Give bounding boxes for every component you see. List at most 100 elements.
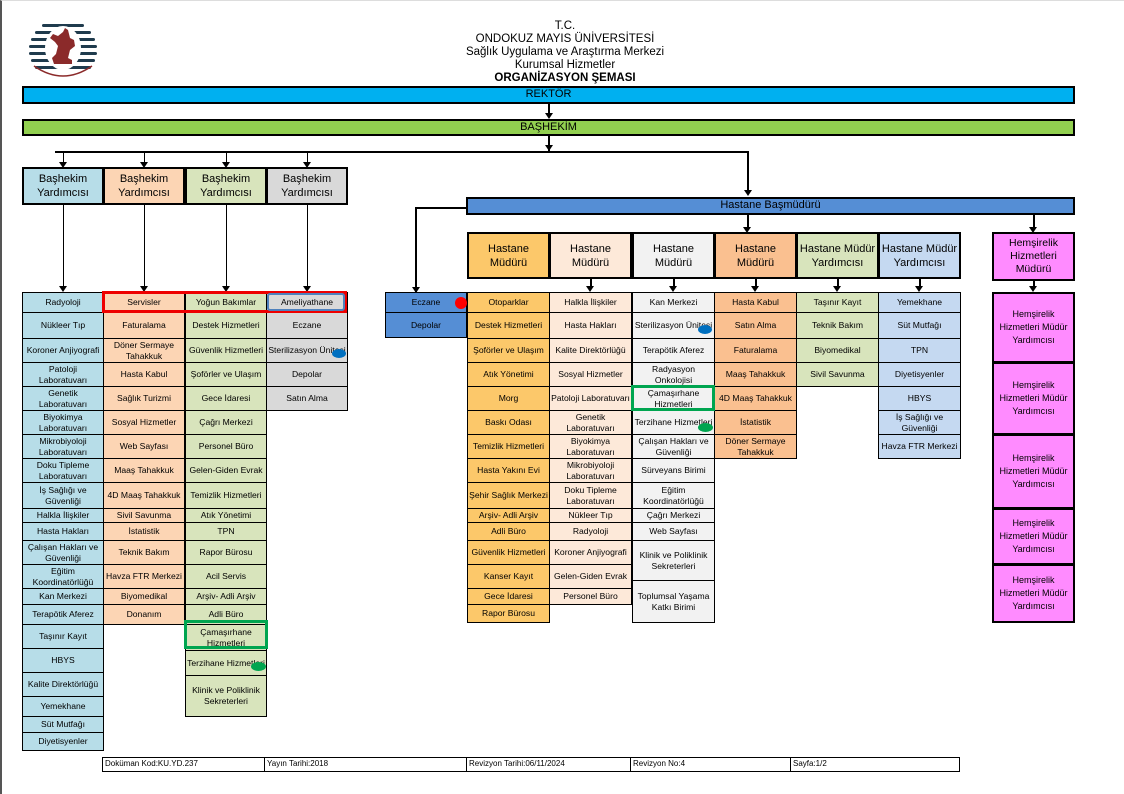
connector-line [62, 205, 64, 287]
unit-cell: İstatistik [714, 410, 797, 435]
header-university: ONDOKUZ MAYIS ÜNİVERSİTESİ [475, 33, 655, 45]
unit-cell: Güvenlik Hizmetleri [467, 540, 550, 565]
unit-cell: Koroner Anjiyografi [549, 540, 632, 565]
arrow-head [1029, 227, 1037, 233]
unit-cell: Web Sayfası [632, 522, 715, 541]
unit-cell-label: Otoparklar [488, 297, 529, 307]
unit-cell-label: Sivil Savunma [810, 369, 865, 379]
unit-cell-label: Acil Servis [205, 571, 247, 581]
rektor-box: REKTÖR [22, 86, 1075, 104]
unit-cell: Süt Mutfağı [22, 716, 104, 733]
unit-cell-label: Kalite Direktörlüğü [555, 345, 626, 355]
unit-cell-label: Çamaşırhane Hizmetleri [647, 387, 700, 409]
unit-cell: Sürveyans Birimi [632, 458, 715, 483]
connector-line [225, 205, 227, 287]
unit-cell-label: Mikrobiyoloji Laboratuvarı [38, 435, 88, 457]
unit-cell-label: Servisler [127, 297, 161, 307]
hospital-manager-box-label: Hastane Müdürü [488, 242, 529, 269]
unit-cell-label: Eğitim Koordinatörlüğü [32, 565, 94, 587]
unit-cell: Mikrobiyoloji Laboratuvarı [549, 458, 632, 483]
unit-cell-depolar: Depolar [385, 312, 467, 338]
unit-cell-label: Halkla İlişkiler [36, 510, 90, 520]
unit-cell-label: Sterilizasyon Ünitesi [634, 320, 713, 330]
unit-cell: Sivil Savunma [796, 362, 879, 387]
connector-line [143, 205, 145, 287]
deputy-chief-physician-box-label: Başhekim Yardımcısı [37, 173, 89, 199]
unit-cell: Rapor Bürosu [185, 540, 267, 565]
arrow-head [139, 286, 148, 292]
unit-cell-label: Hasta Kabul [120, 369, 168, 379]
deputy-chief-physician-box: Başhekim Yardımcısı [103, 167, 185, 205]
unit-cell: Faturalama [714, 338, 797, 363]
unit-cell: Ameliyathane [266, 292, 348, 313]
unit-cell: Destek Hizmetleri [467, 312, 550, 339]
unit-cell-label: 4D Maaş Tahakkuk [107, 490, 181, 500]
hospital-manager-box: Hastane Müdürü [467, 232, 550, 279]
unit-cell-label: Arşiv- Adli Arşiv [478, 510, 539, 520]
basmudur-label: Hastane Başmüdürü [720, 199, 821, 211]
unit-cell-label: Yemekhane [40, 701, 86, 711]
unit-cell: Web Sayfası [103, 434, 185, 459]
unit-cell: Gelen-Giden Evrak [549, 564, 632, 589]
unit-cell-label: Sosyal Hizmetler [111, 417, 177, 427]
unit-cell-label: Döner Sermaye Tahakkuk [725, 435, 786, 457]
unit-cell-label: İstatistik [128, 526, 160, 536]
green-marker-icon [251, 662, 266, 671]
unit-cell-label: Ameliyathane [280, 297, 334, 307]
unit-cell-label: Yoğun Bakımlar [195, 297, 257, 307]
nursing-deputy-box: Hemşirelik Hizmetleri Müdür Yardımcısı [992, 362, 1075, 435]
unit-cell-label: Donanım [126, 609, 162, 619]
unit-cell-label: Şoförler ve Ulaşım [190, 369, 262, 379]
unit-cell-eczane-label: Eczane [411, 297, 441, 307]
unit-cell-label: Kan Merkezi [649, 297, 698, 307]
hospital-manager-box-label: Hastane Müdürü [570, 242, 611, 269]
unit-cell: Güvenlik Hizmetleri [185, 338, 267, 363]
unit-cell-label: TPN [217, 526, 235, 536]
unit-cell: Sivil Savunma [103, 508, 185, 523]
unit-cell-label: Nükleer Tıp [40, 320, 86, 330]
unit-cell-label: Biyomedikal [120, 591, 168, 601]
unit-cell: TPN [878, 338, 961, 363]
unit-cell: Hasta Hakları [549, 312, 632, 339]
unit-cell-label: Rapor Bürosu [481, 608, 536, 618]
deputy-chief-physician-box-label: Başhekim Yardımcısı [281, 173, 333, 199]
unit-cell: Eğitim Koordinatörlüğü [632, 482, 715, 509]
unit-cell: Eczane [266, 312, 348, 339]
unit-cell: Halkla İlişkiler [549, 292, 632, 313]
unit-cell-label: Doku Tipleme Laboratuvarı [564, 484, 617, 506]
hospital-manager-box: Hastane Müdür Yardımcısı [796, 232, 879, 279]
unit-cell: Teknik Bakım [103, 540, 185, 565]
unit-cell: Gece İdaresi [467, 588, 550, 605]
unit-cell-label: Rapor Bürosu [199, 547, 253, 557]
unit-cell-label: Radyasyon Onkolojisi [652, 363, 695, 385]
unit-cell-label: Maaş Tahakkuk [114, 465, 174, 475]
connector-line [225, 151, 227, 165]
unit-cell: Doku Tipleme Laboratuvarı [549, 482, 632, 509]
unit-cell: Havza FTR Merkezi [878, 434, 961, 459]
unit-cell-label: Gece İdaresi [484, 591, 533, 601]
unit-cell: Rapor Bürosu [467, 604, 550, 623]
unit-cell: Satın Alma [714, 312, 797, 339]
unit-cell: Hasta Yakını Evi [467, 458, 550, 483]
unit-cell: Yemekhane [878, 292, 961, 313]
unit-cell-label: Süt Mutfağı [897, 320, 942, 330]
unit-cell-label: Adli Büro [491, 526, 526, 536]
unit-cell: Sağlık Turizmi [103, 386, 185, 411]
connector-line [590, 279, 592, 289]
unit-cell: Sosyal Hizmetler [103, 410, 185, 435]
unit-cell: Nükleer Tıp [22, 312, 104, 339]
green-marker-icon [698, 423, 713, 432]
unit-cell-label: 4D Maaş Tahakkuk [719, 393, 792, 403]
unit-cell: Çamaşırhane Hizmetleri [632, 386, 715, 411]
unit-cell-label: Biyomedikal [814, 345, 861, 355]
unit-cell: Eğitim Koordinatörlüğü [22, 564, 104, 589]
unit-cell-label: Çağrı Merkezi [199, 417, 253, 427]
deputy-chief-physician-box: Başhekim Yardımcısı [22, 167, 104, 205]
unit-cell-label: Sterilizasyon Ünitesi [268, 345, 346, 355]
unit-cell-label: Temizlik Hizmetleri [472, 441, 545, 451]
unit-cell-label: Biyokimya Laboratuvarı [38, 411, 88, 433]
unit-cell-label: Satın Alma [734, 320, 777, 330]
unit-cell-label: Eczane [292, 320, 322, 330]
unit-cell-label: Klinik ve Poliklinik Sekreterleri [639, 549, 708, 571]
unit-cell-label: Havza FTR Merkezi [881, 441, 958, 451]
